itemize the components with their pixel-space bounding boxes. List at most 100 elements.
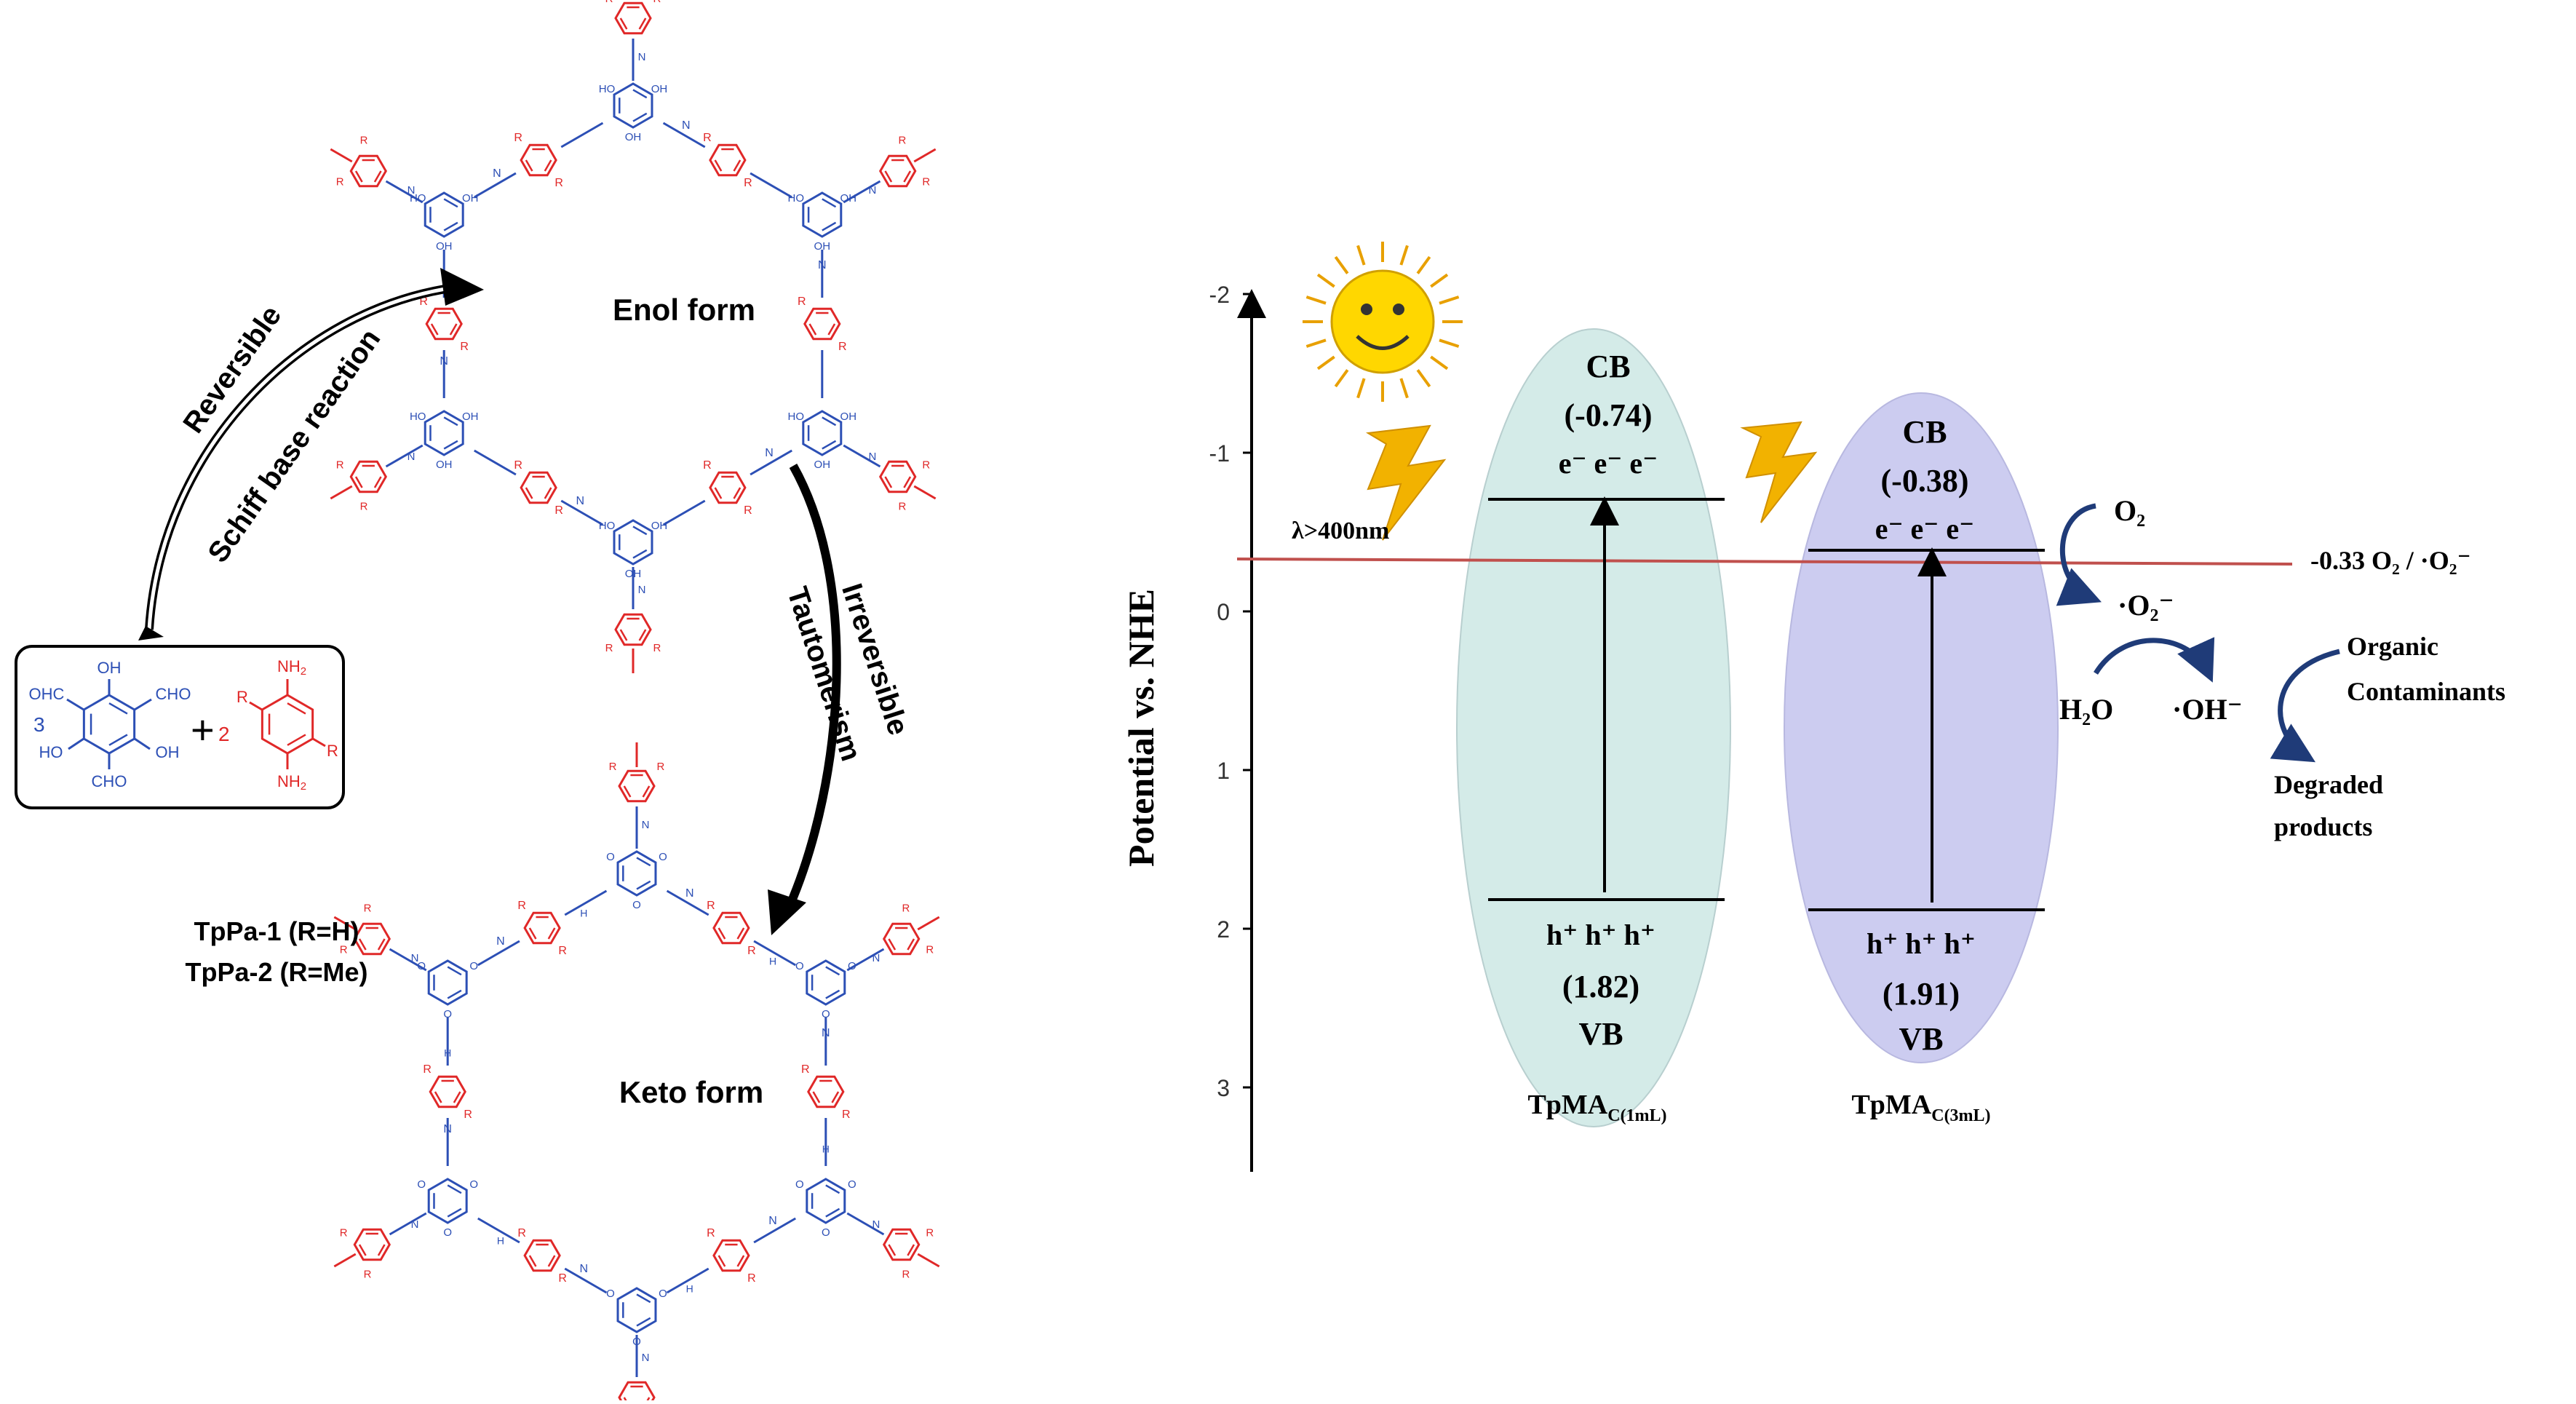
double-bond	[733, 159, 742, 172]
atom-label: N	[411, 1218, 419, 1231]
linker-ring	[712, 911, 750, 945]
atom-label: R	[902, 902, 910, 914]
atom-label: N	[642, 1352, 650, 1364]
terminal-ring	[614, 1, 652, 35]
bond	[917, 916, 940, 931]
bond	[564, 1267, 608, 1294]
tppa2-label: TpPa-2 (R=Me)	[185, 957, 367, 987]
redox-potential-label: -0.33 O₂ / ·O₂⁻	[2310, 546, 2471, 575]
atom-label: N	[408, 451, 416, 463]
atom-label: R	[336, 175, 344, 188]
terminal-ring	[618, 769, 656, 803]
atom-label: R	[656, 761, 664, 773]
double-bond	[717, 1255, 726, 1267]
double-bond	[888, 938, 897, 951]
terminal-ring	[353, 1228, 391, 1261]
bond	[330, 148, 353, 163]
atom-label: O	[443, 1008, 452, 1020]
sun-ray	[1305, 296, 1327, 305]
linker-ring	[523, 911, 561, 945]
wavelength-label: λ>400nm	[1292, 517, 1389, 544]
atom-label: R	[360, 134, 368, 146]
material-name-left-sub: C(1mL)	[1607, 1106, 1666, 1125]
bond	[846, 948, 885, 972]
atom-label: O	[417, 1178, 426, 1191]
double-bond	[430, 323, 439, 336]
bond	[753, 940, 796, 967]
atom-label: N	[443, 1123, 452, 1135]
superoxide-label: ·O₂⁻	[2118, 589, 2174, 622]
double-bond	[632, 525, 648, 536]
atom-label: N	[818, 259, 827, 271]
water-oxidation-arrow	[2094, 637, 2215, 683]
oxygen-reduction-arrow	[2056, 503, 2102, 606]
contaminants-label-2: Contaminants	[2347, 677, 2505, 706]
terminal-ring	[349, 154, 388, 188]
sun-ray	[1439, 338, 1460, 348]
double-bond	[632, 89, 648, 99]
linker-ring	[429, 1075, 466, 1108]
double-bond	[636, 857, 651, 867]
enol-form-label: Enol form	[613, 293, 755, 327]
bond	[477, 940, 520, 967]
vb-title-right: VB	[1899, 1021, 1943, 1057]
atom-label: OH	[814, 240, 831, 253]
atom-label: R	[340, 943, 348, 956]
tick-label: 3	[1217, 1075, 1230, 1101]
double-bond	[642, 785, 651, 798]
double-bond	[632, 549, 648, 559]
bond	[249, 701, 263, 711]
atom-label: R	[364, 902, 372, 914]
keto-form-label: Keto form	[619, 1075, 763, 1109]
double-bond	[528, 1255, 537, 1267]
atom-label: R	[798, 296, 806, 308]
atom-label: R	[419, 296, 428, 308]
double-bond	[907, 938, 915, 951]
core-ring	[427, 1178, 468, 1224]
double-bond	[373, 170, 382, 183]
double-bond	[827, 323, 836, 336]
atom-label: OH	[840, 411, 857, 423]
atom-label: R	[517, 1227, 526, 1240]
bond	[312, 737, 326, 747]
double-bond	[544, 159, 552, 172]
atom-label: OH	[436, 459, 453, 471]
cb-value-right: (-0.38)	[1881, 463, 1969, 499]
bond	[753, 1217, 796, 1244]
double-bond	[528, 927, 537, 940]
sun-ray	[1399, 378, 1409, 399]
atom-label: R	[922, 459, 930, 472]
atom-label: OH	[436, 240, 453, 253]
tick-label: -1	[1209, 440, 1230, 467]
atom-label: R	[514, 459, 522, 472]
double-bond	[434, 1091, 442, 1103]
atom-label: O	[795, 960, 804, 972]
double-bond	[449, 323, 458, 336]
atom-label: N	[493, 167, 501, 180]
terminal-ring	[878, 460, 917, 493]
double-bond	[825, 1207, 840, 1218]
sun-ray	[1356, 378, 1366, 399]
subscript: 2	[301, 780, 306, 793]
double-bond	[825, 966, 840, 976]
double-bond	[287, 702, 306, 715]
sun-ray	[1305, 338, 1327, 348]
double-bond	[822, 198, 837, 208]
atom-label: N	[822, 1027, 830, 1039]
double-bond	[623, 785, 632, 798]
double-bond	[544, 487, 552, 499]
atom-label: HO	[599, 83, 616, 95]
atom-label: N	[411, 952, 419, 964]
linker-ring	[807, 1075, 845, 1108]
sun-ray	[1416, 369, 1431, 388]
bond	[666, 889, 709, 916]
sun-ray	[1416, 255, 1431, 274]
atom-label: R	[902, 1269, 910, 1281]
right-material: CB (-0.38) e⁻ e⁻ e⁻ h⁺ h⁺ h⁺ (1.91) VB T…	[1808, 414, 2045, 1125]
linker-ring	[709, 471, 747, 504]
atom-label: N	[872, 952, 880, 964]
double-bond	[525, 159, 533, 172]
double-bond	[714, 487, 723, 499]
